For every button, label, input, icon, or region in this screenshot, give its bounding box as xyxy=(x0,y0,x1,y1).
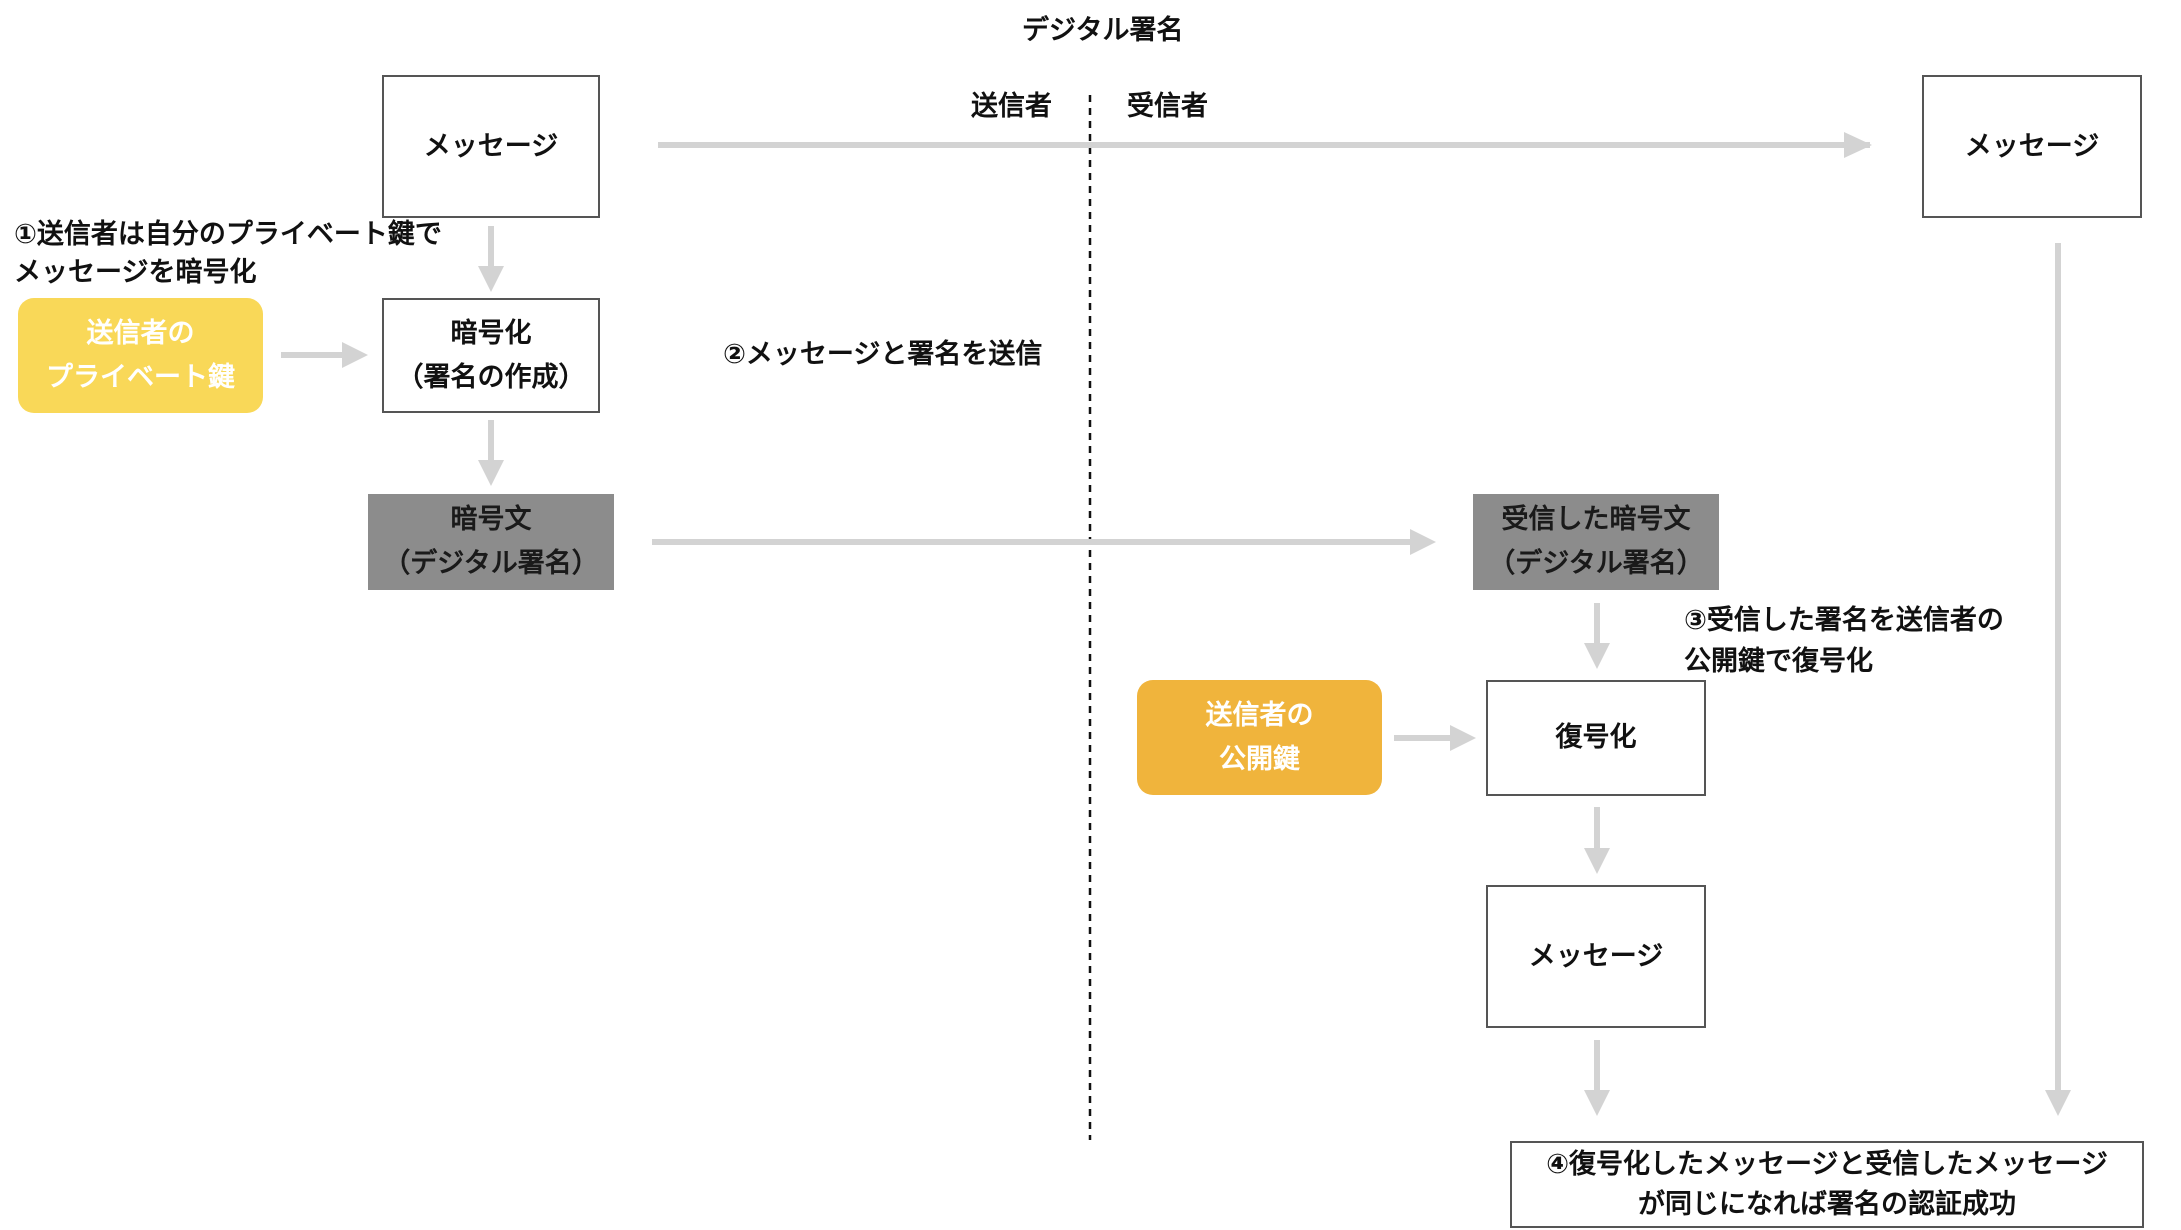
private-key-line1: 送信者の xyxy=(86,317,195,349)
public-key-line2: 公開鍵 xyxy=(1219,743,1300,775)
decrypted-message-label: メッセージ xyxy=(1528,940,1664,972)
verification-result-box: ④復号化したメッセージと受信したメッセージ が同じになれば署名の認証成功 xyxy=(1510,1141,2144,1228)
sender-message-label: メッセージ xyxy=(423,130,559,162)
received-line2: （デジタル署名） xyxy=(1488,548,1704,579)
encrypt-box: 暗号化 （署名の作成） xyxy=(382,298,600,413)
sender-message-box: メッセージ xyxy=(382,75,600,218)
decrypt-label: 復号化 xyxy=(1555,722,1637,753)
step3-line1: ③受信した署名を送信者の xyxy=(1684,605,2004,636)
encrypt-line1: 暗号化 xyxy=(450,317,532,349)
ciphertext-box: 暗号文 （デジタル署名） xyxy=(368,494,614,590)
receiver-message-label: メッセージ xyxy=(1964,130,2100,162)
sender-side-label: 送信者 xyxy=(971,91,1052,122)
decrypt-box: 復号化 xyxy=(1486,680,1706,796)
received-line1: 受信した暗号文 xyxy=(1501,504,1691,535)
private-key-line2: プライベート鍵 xyxy=(46,361,235,393)
ciphertext-line1: 暗号文 xyxy=(450,504,532,535)
diagram-title: デジタル署名 xyxy=(1022,15,1184,46)
receiver-message-box: メッセージ xyxy=(1922,75,2142,218)
decrypted-message-box: メッセージ xyxy=(1486,885,1706,1028)
receiver-side-label: 受信者 xyxy=(1127,91,1208,122)
sender-private-key: 送信者の プライベート鍵 xyxy=(18,298,263,413)
received-ciphertext-box: 受信した暗号文 （デジタル署名） xyxy=(1473,494,1719,590)
public-key-line1: 送信者の xyxy=(1205,699,1314,731)
sender-public-key: 送信者の 公開鍵 xyxy=(1137,680,1382,795)
step3-line2: 公開鍵で復号化 xyxy=(1684,646,1873,677)
step2-label: ②メッセージと署名を送信 xyxy=(723,339,1043,370)
step1-line1: ①送信者は自分のプライベート鍵で xyxy=(14,219,442,250)
encrypt-line2: （署名の作成） xyxy=(396,361,586,393)
step4-line2: が同じになれば署名の認証成功 xyxy=(1638,1188,2016,1220)
step4-line1: ④復号化したメッセージと受信したメッセージ xyxy=(1546,1148,2108,1180)
ciphertext-line2: （デジタル署名） xyxy=(383,548,599,579)
step1-line2: メッセージを暗号化 xyxy=(14,257,257,288)
